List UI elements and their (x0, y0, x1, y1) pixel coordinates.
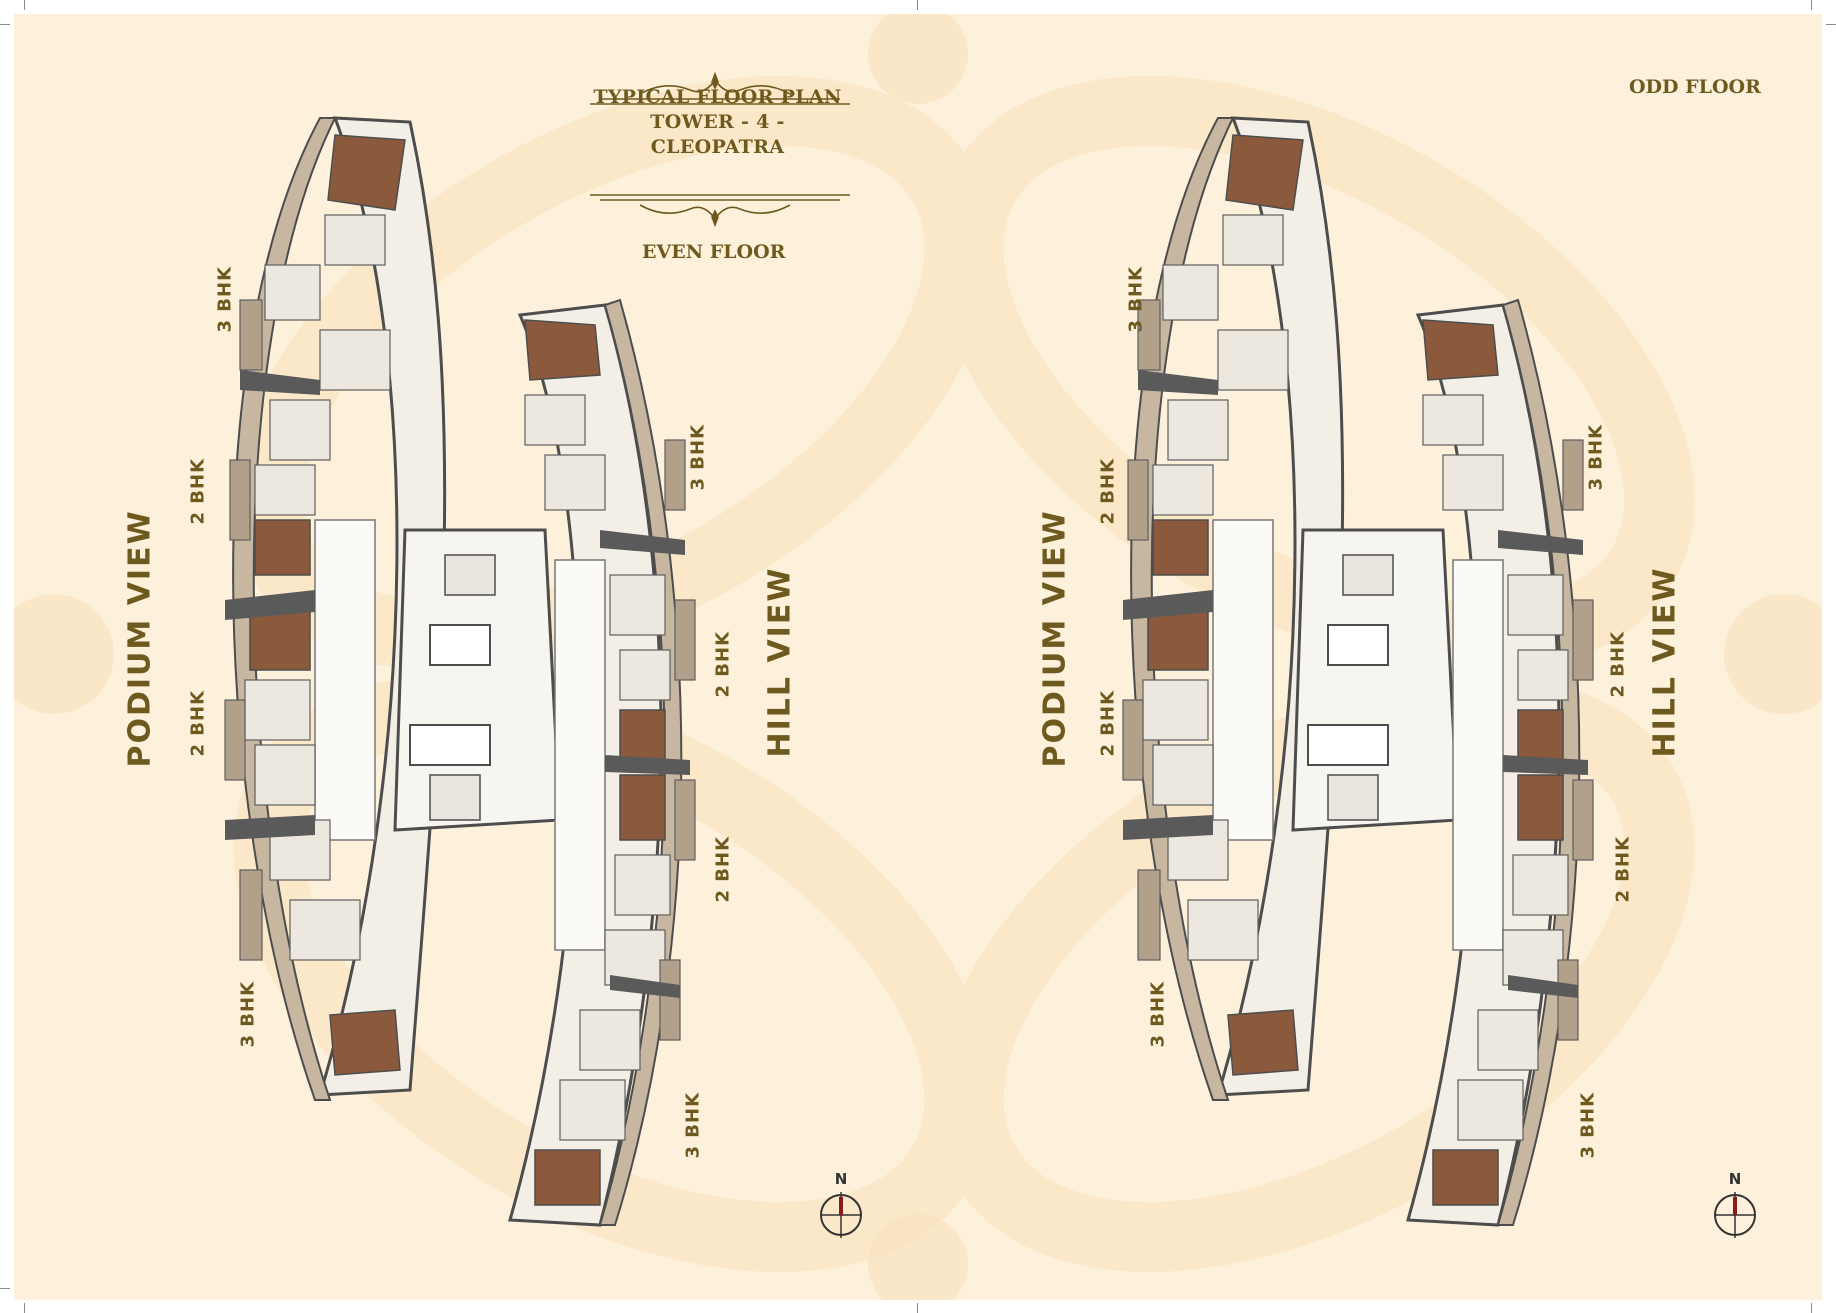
room (324, 214, 386, 266)
room (254, 744, 316, 806)
corridor-left (1212, 519, 1274, 841)
bedroom-wood (524, 319, 601, 381)
even-compass: N (816, 1170, 866, 1244)
lift-block-2 (1307, 724, 1389, 766)
title-line-1: TYPICAL FLOOR PLAN (593, 86, 842, 108)
room (604, 929, 666, 986)
corridor-right (1452, 559, 1504, 951)
even-left-view-label: PODIUM VIEW (122, 509, 158, 768)
balconies (224, 299, 696, 1041)
left-wing (1215, 116, 1345, 1097)
even-unit-label: 2 BHK (712, 835, 734, 903)
title-block: TYPICAL FLOOR PLAN TOWER - 4 - CLEOPATRA (585, 85, 850, 160)
odd-compass: N (1710, 1170, 1760, 1244)
odd-left-view-label: PODIUM VIEW (1037, 509, 1073, 768)
unit-wood-rooms (249, 134, 666, 1206)
ornament-bottom (590, 194, 850, 228)
bedroom-wood (329, 1009, 401, 1076)
room (544, 454, 606, 511)
even-unit-label: 3 BHK (687, 423, 709, 491)
odd-unit-label: 2 BHK (1612, 835, 1634, 903)
lift-block-1 (1327, 624, 1389, 666)
lift-block-2 (409, 724, 491, 766)
ornament-top (590, 71, 850, 105)
odd-unit-label: 2 BHK (1097, 689, 1119, 757)
even-unit-label: 2 BHK (187, 457, 209, 525)
room (609, 574, 666, 636)
lift-block-1 (429, 624, 491, 666)
balconies (1122, 299, 1594, 1041)
bedroom-wood (327, 134, 406, 211)
odd-right-view-label: HILL VIEW (1647, 566, 1683, 758)
bedroom-wood (534, 1149, 601, 1206)
odd-unit-label: 2 BHK (1607, 630, 1629, 698)
even-plan-group (224, 116, 696, 1227)
corridor-right (554, 559, 606, 951)
even-unit-label: 2 BHK (187, 689, 209, 757)
even-unit-label: 2 BHK (712, 630, 734, 698)
staircase-2 (1327, 774, 1379, 821)
unit-wood-rooms (1147, 134, 1564, 1206)
dark-walls (1123, 370, 1588, 998)
room (319, 329, 391, 391)
dark-walls (225, 370, 690, 998)
odd-unit-label: 3 BHK (1577, 1091, 1599, 1159)
staircase-2 (429, 774, 481, 821)
even-unit-label: 3 BHK (237, 980, 259, 1048)
room (614, 854, 671, 916)
odd-unit-label: 3 BHK (1585, 423, 1607, 491)
room (254, 464, 316, 516)
odd-floor-label: ODD FLOOR (1629, 76, 1761, 98)
room (579, 1009, 641, 1071)
even-unit-label: 3 BHK (214, 265, 236, 333)
left-wing (317, 116, 447, 1097)
compass-icon (820, 1192, 862, 1238)
staircase-1 (1342, 554, 1394, 596)
unit-rooms (244, 214, 671, 1141)
compass-north-letter: N (1728, 1170, 1742, 1188)
room (524, 394, 586, 446)
room (559, 1079, 626, 1141)
odd-plan-group (1122, 116, 1594, 1227)
room (289, 899, 361, 961)
even-unit-label: 3 BHK (682, 1091, 704, 1159)
compass-icon (1714, 1192, 1756, 1238)
even-right-view-label: HILL VIEW (762, 566, 798, 758)
even-floor-label: EVEN FLOOR (642, 241, 786, 263)
odd-unit-label: 3 BHK (1125, 265, 1147, 333)
title-line-2: TOWER - 4 - CLEOPATRA (650, 111, 785, 158)
room (269, 399, 331, 461)
staircase-1 (444, 554, 496, 596)
unit-rooms (1142, 214, 1569, 1141)
odd-unit-label: 2 BHK (1097, 457, 1119, 525)
room (244, 679, 311, 741)
corridor-left (314, 519, 376, 841)
room (619, 649, 671, 701)
compass-north-letter: N (834, 1170, 848, 1188)
bedroom-wood (619, 774, 666, 841)
room (264, 264, 321, 321)
bedroom-wood (254, 519, 311, 576)
odd-unit-label: 3 BHK (1147, 980, 1169, 1048)
